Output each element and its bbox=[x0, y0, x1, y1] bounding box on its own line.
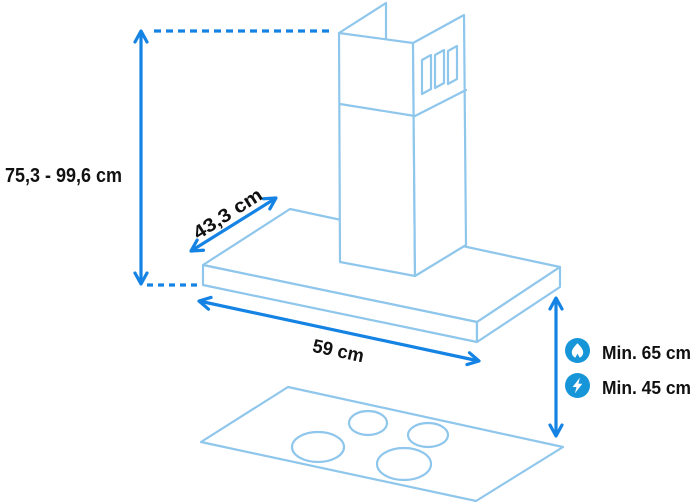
flame-icon-notch bbox=[575, 353, 580, 359]
vent-slots bbox=[420, 44, 459, 96]
burner-large-left bbox=[290, 430, 346, 464]
width-dimension-arrow bbox=[197, 295, 481, 367]
height-range-label: 75,3 - 99,6 cm bbox=[5, 165, 122, 187]
depth-dimension-arrow bbox=[189, 196, 278, 253]
chimney-left-face bbox=[337, 31, 417, 278]
cooktop bbox=[199, 385, 565, 502]
bolt-icon-glyph bbox=[572, 377, 583, 394]
flame-icon-glyph bbox=[571, 343, 584, 359]
gas-clearance-label: Min. 65 cm bbox=[602, 343, 691, 363]
cooktop-surface bbox=[199, 385, 565, 502]
vent-slot bbox=[420, 53, 433, 96]
width-label: 59 cm bbox=[311, 336, 366, 367]
vent-slot bbox=[446, 44, 459, 86]
electric-clearance-label: Min. 45 cm bbox=[602, 378, 691, 398]
vent-slot bbox=[433, 48, 446, 90]
chimney-section-joint bbox=[338, 88, 468, 118]
flame-icon bbox=[565, 338, 590, 363]
dimension-lines bbox=[133, 29, 564, 438]
burner-large-bottom bbox=[375, 446, 433, 482]
bolt-icon bbox=[565, 373, 590, 398]
chimney-duct bbox=[337, 1, 468, 278]
burner-medium-right bbox=[406, 421, 450, 449]
burner-small bbox=[347, 409, 389, 437]
product-line-drawing bbox=[199, 1, 565, 502]
clearance-icons bbox=[565, 338, 590, 398]
chimney-back-flap bbox=[337, 1, 388, 41]
